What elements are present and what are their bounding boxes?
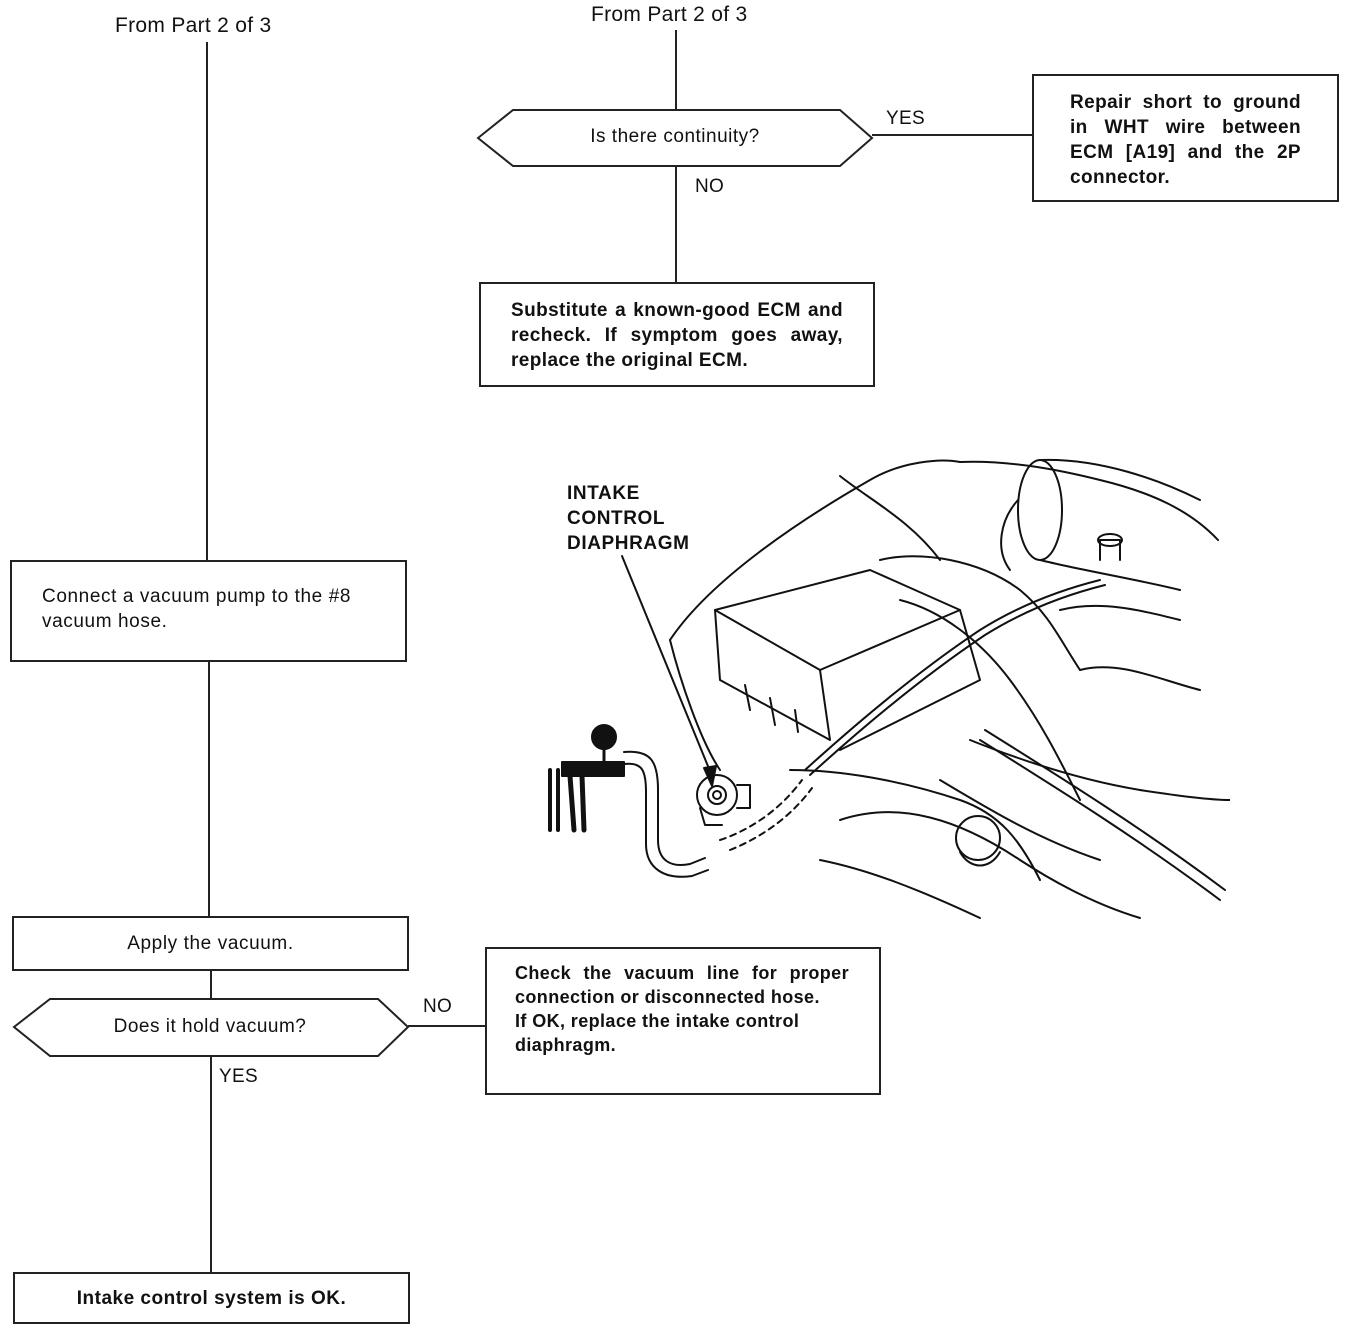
- check-line-box: Check the vacuum line for proper connect…: [485, 947, 881, 1095]
- bay-edge: [959, 460, 1219, 541]
- check-line-text: Check the vacuum line for proper connect…: [515, 963, 849, 1007]
- repair-short-box: Repair short to ground in WHT wire betwe…: [1032, 74, 1339, 202]
- engine-bay-illustration: [548, 458, 1230, 919]
- hold-decision-shape: [12, 998, 410, 1057]
- hood-outline: [669, 459, 961, 641]
- intake-box: [714, 569, 961, 671]
- continuity-no-label: NO: [695, 176, 725, 197]
- left-origin-label: From Part 2 of 3: [115, 14, 272, 37]
- system-ok-box: Intake control system is OK.: [13, 1272, 410, 1324]
- connect-pump-text: Connect a vacuum pump to the #8 vacuum h…: [42, 586, 352, 632]
- callout-line-3: DIAPHRAGM: [567, 533, 690, 554]
- hold-no-label: NO: [423, 996, 453, 1017]
- continuity-yes-label: YES: [886, 108, 925, 129]
- apply-vacuum-text: Apply the vacuum.: [127, 933, 294, 954]
- right-origin-label: From Part 2 of 3: [591, 3, 748, 26]
- throttle-cable: [804, 579, 1101, 771]
- connect-pump-box: Connect a vacuum pump to the #8 vacuum h…: [10, 560, 407, 662]
- callout-arrow: [621, 555, 713, 777]
- diaphragm-callout: INTAKE CONTROL DIAPHRAGM: [567, 481, 690, 556]
- substitute-ecm-text: Substitute a known-good ECM and recheck.…: [511, 300, 843, 371]
- apply-vacuum-box: Apply the vacuum.: [12, 916, 409, 971]
- fender-outline: [669, 639, 721, 771]
- continuity-decision-shape: [476, 109, 874, 167]
- callout-line-1: INTAKE: [567, 483, 640, 504]
- system-ok-text: Intake control system is OK.: [76, 1287, 347, 1309]
- repair-short-text: Repair short to ground in WHT wire betwe…: [1070, 92, 1301, 188]
- continuity-question: Is there continuity?: [590, 126, 760, 147]
- hold-question: Does it hold vacuum?: [113, 1016, 307, 1037]
- hold-yes-label: YES: [219, 1066, 258, 1087]
- substitute-ecm-box: Substitute a known-good ECM and recheck.…: [479, 282, 875, 387]
- diaphragm: [696, 774, 738, 816]
- check-line-followup: If OK, replace the intake control diaphr…: [515, 1011, 800, 1055]
- vacuum-gauge: [591, 724, 617, 750]
- air-intake: [1017, 459, 1063, 561]
- callout-line-2: CONTROL: [567, 508, 666, 529]
- vacuum-hose: [623, 750, 706, 866]
